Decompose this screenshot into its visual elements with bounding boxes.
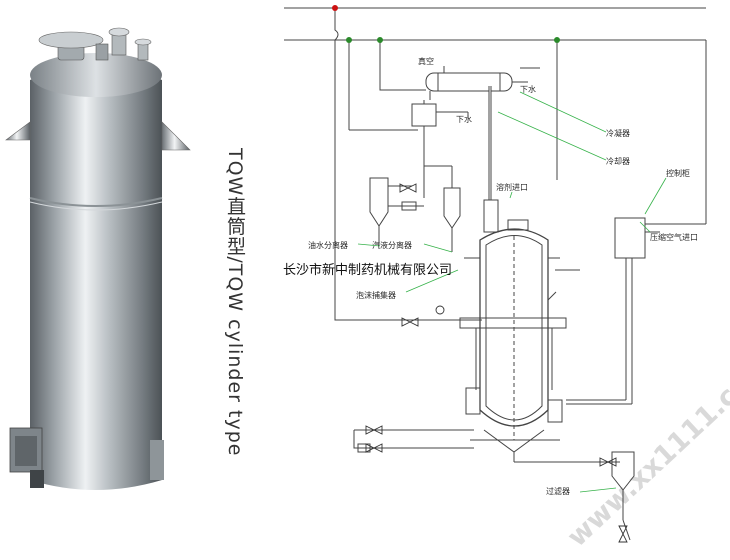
label-foam-trap: 泡沫捕集器 <box>356 290 396 300</box>
label-oil-water-separator: 油水分离器 <box>308 240 348 250</box>
label-vapor-liquid-separator: 汽液分离器 <box>372 240 412 250</box>
label-drain-water-2: 下水 <box>456 114 472 124</box>
label-control-cabinet: 控制柜 <box>666 168 690 178</box>
label-vacuum: 真空 <box>418 56 434 66</box>
label-condenser: 冷凝器 <box>606 128 630 138</box>
label-compressed-air-inlet: 压缩空气进口 <box>650 232 698 242</box>
junction-dots <box>332 5 560 43</box>
label-cooler: 冷却器 <box>606 156 630 166</box>
label-drain-water-1: 下水 <box>520 84 536 94</box>
company-name: 长沙市新中制药机械有限公司 <box>283 259 452 278</box>
label-solvent-inlet: 溶剂进口 <box>496 182 528 192</box>
leader-lines <box>358 92 666 492</box>
valves <box>366 184 627 542</box>
watermark-text: www.xx1111.com <box>562 349 730 553</box>
label-filter: 过滤器 <box>546 486 570 496</box>
